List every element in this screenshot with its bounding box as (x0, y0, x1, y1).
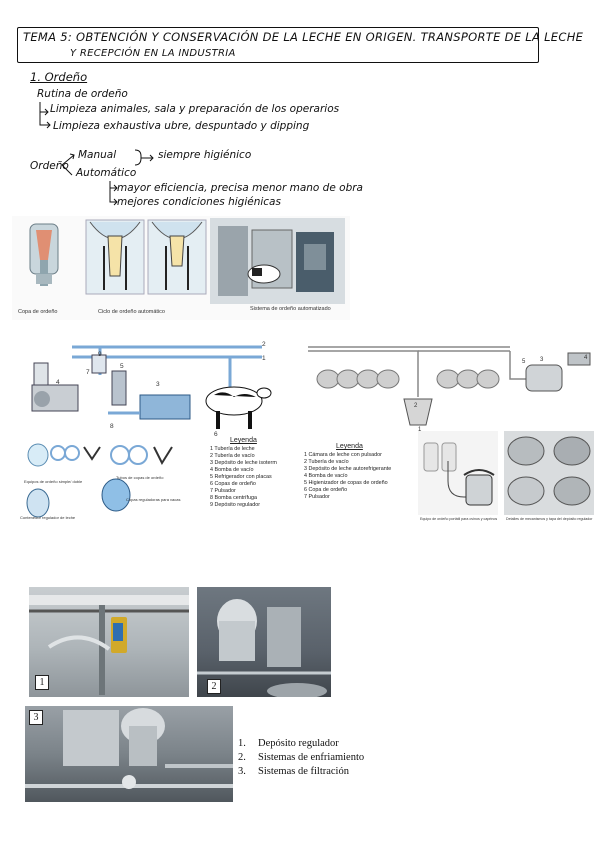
legend-item: 1 Tubería de leche (210, 446, 255, 452)
legend-item: 6 Copas de ordeño (210, 481, 256, 487)
automatico-note-2: mejores condiciones higiénicas (117, 196, 281, 208)
automatico-arrows (109, 181, 118, 206)
legend-item: 7 Pulsador (304, 494, 330, 500)
automatico-note-1: mayor eficiencia, precisa menor mano de … (117, 182, 363, 194)
photo-label-2: 2 (207, 679, 221, 694)
manual-brace (134, 149, 154, 166)
caption-milking-cup: Copa de ordeño (18, 309, 58, 315)
caption-equipment-d: Copas reguladoras para vacas (126, 497, 181, 502)
legend-item: 8 Bomba centrífuga (210, 495, 258, 501)
caption-milking-cycle: Ciclo de ordeño automático (98, 309, 165, 315)
ordeno-branch-arrows (61, 153, 75, 176)
legend-parlour: Leyenda 1 Cámara de leche con pulsador 2… (304, 443, 391, 501)
manual-label: Manual (78, 149, 117, 161)
photo-legend-list: 1.Depósito regulador 2.Sistemas de enfri… (238, 737, 364, 779)
diagram-number-5: 5 (120, 363, 124, 370)
routine-arrows (39, 102, 51, 129)
manual-note: siempre higiénico (158, 149, 252, 161)
list-item: 2.Sistemas de enfriamiento (238, 752, 365, 763)
diagram-number-1: 1 (262, 355, 266, 362)
legend-item: 1 Cámara de leche con pulsador (304, 452, 382, 458)
milking-cup-illustrations (29, 218, 345, 304)
legend-item: 5 Higienizador de copas de ordeño (304, 480, 388, 486)
diagram-number-3: 3 (156, 381, 160, 388)
photo-label-1: 1 (35, 675, 49, 690)
parlour-number-5: 5 (522, 359, 526, 365)
photo-filtration: 3 (25, 706, 233, 802)
legend-item: 4 Bomba de vacío (304, 473, 348, 479)
legend-item: 6 Copa de ordeño (304, 487, 348, 493)
legend-item: 3 Depósito de leche isoterm (210, 460, 277, 466)
list-item: 3.Sistemas de filtración (238, 766, 349, 777)
caption-automated-system: Sistema de ordeño automatizado (250, 306, 331, 312)
portable-equipment-photos (418, 431, 594, 515)
diagram-number-2: 2 (262, 341, 266, 348)
milking-figure-2: 2 1 9 4 7 5 3 8 6 Equipos de ordeño simp… (12, 335, 298, 527)
legend-title: Leyenda (230, 437, 257, 444)
parlour-diagram (308, 346, 591, 426)
legend-installation-1: Leyenda 1 Tubería de leche 2 Tubería de … (210, 437, 277, 509)
legend-item: 5 Refrigerador con placas (210, 474, 272, 480)
diagram-number-6: 6 (214, 431, 218, 438)
automatico-label: Automático (76, 167, 137, 179)
legend-item: 2 Tubería de vacío (304, 459, 349, 465)
legend-item: 3 Depósito de leche autorefrigerante (304, 466, 392, 472)
caption-equipment-a: Equipos de ordeño simple/ doble (24, 479, 83, 484)
legend-item: 9 Depósito regulador (210, 502, 261, 508)
parlour-number-2: 2 (414, 403, 418, 409)
photo-label-3: 3 (29, 710, 43, 725)
page-title-line2: Y RECEPCIÓN EN LA INDUSTRIA (70, 48, 236, 59)
milking-figure-3: 1 2 3 4 5 Leyenda 1 Cámara de leche con … (300, 335, 598, 527)
photo-cooling-scene (197, 599, 331, 697)
legend-title: Leyenda (336, 443, 363, 450)
caption-portable: Equipo de ordeño portátil para ovinos y … (420, 517, 498, 521)
diagram-number-9: 9 (98, 351, 102, 358)
parlour-number-3: 3 (540, 357, 544, 363)
parlour-number-1: 1 (418, 427, 422, 433)
legend-item: 7 Pulsador (210, 488, 236, 494)
caption-equipment-c: Contenedor regulador de leche (20, 515, 76, 520)
ordeno-label: Ordeño (30, 160, 69, 172)
legend-item: 2 Tubería de vacío (210, 453, 255, 459)
photo-regulator: 1 (29, 587, 189, 697)
page-title: TEMA 5: OBTENCIÓN Y CONSERVACIÓN DE LA L… (23, 30, 584, 44)
diagram-number-8: 8 (110, 423, 114, 430)
caption-equipment-b: Tubos de copas de ordeño (116, 475, 164, 480)
routine-item-2: Limpieza exhaustiva ubre, despuntado y d… (53, 120, 310, 132)
title-box (17, 27, 539, 63)
section-heading: 1. Ordeño (30, 70, 88, 84)
routine-item-1: Limpieza animales, sala y preparación de… (50, 103, 340, 115)
parlour-number-4: 4 (584, 355, 588, 361)
legend-item: 4 Bomba de vacío (210, 467, 254, 473)
milking-figure-1: Copa de ordeño Ciclo de ordeño automátic… (12, 216, 350, 320)
pipeline-diagram (31, 345, 272, 429)
list-item: 1.Depósito regulador (238, 738, 339, 749)
photo-filtration-scene (25, 708, 233, 789)
diagram-number-4: 4 (56, 379, 60, 386)
equipment-icons (26, 443, 173, 518)
diagram-number-7: 7 (86, 369, 90, 376)
routine-heading: Rutina de ordeño (37, 88, 128, 100)
photo-regulator-scene (29, 595, 189, 695)
photo-cooling: 2 (197, 587, 331, 697)
caption-regulator-details: Detalles de mecanismos y tapa del depósi… (506, 517, 593, 521)
